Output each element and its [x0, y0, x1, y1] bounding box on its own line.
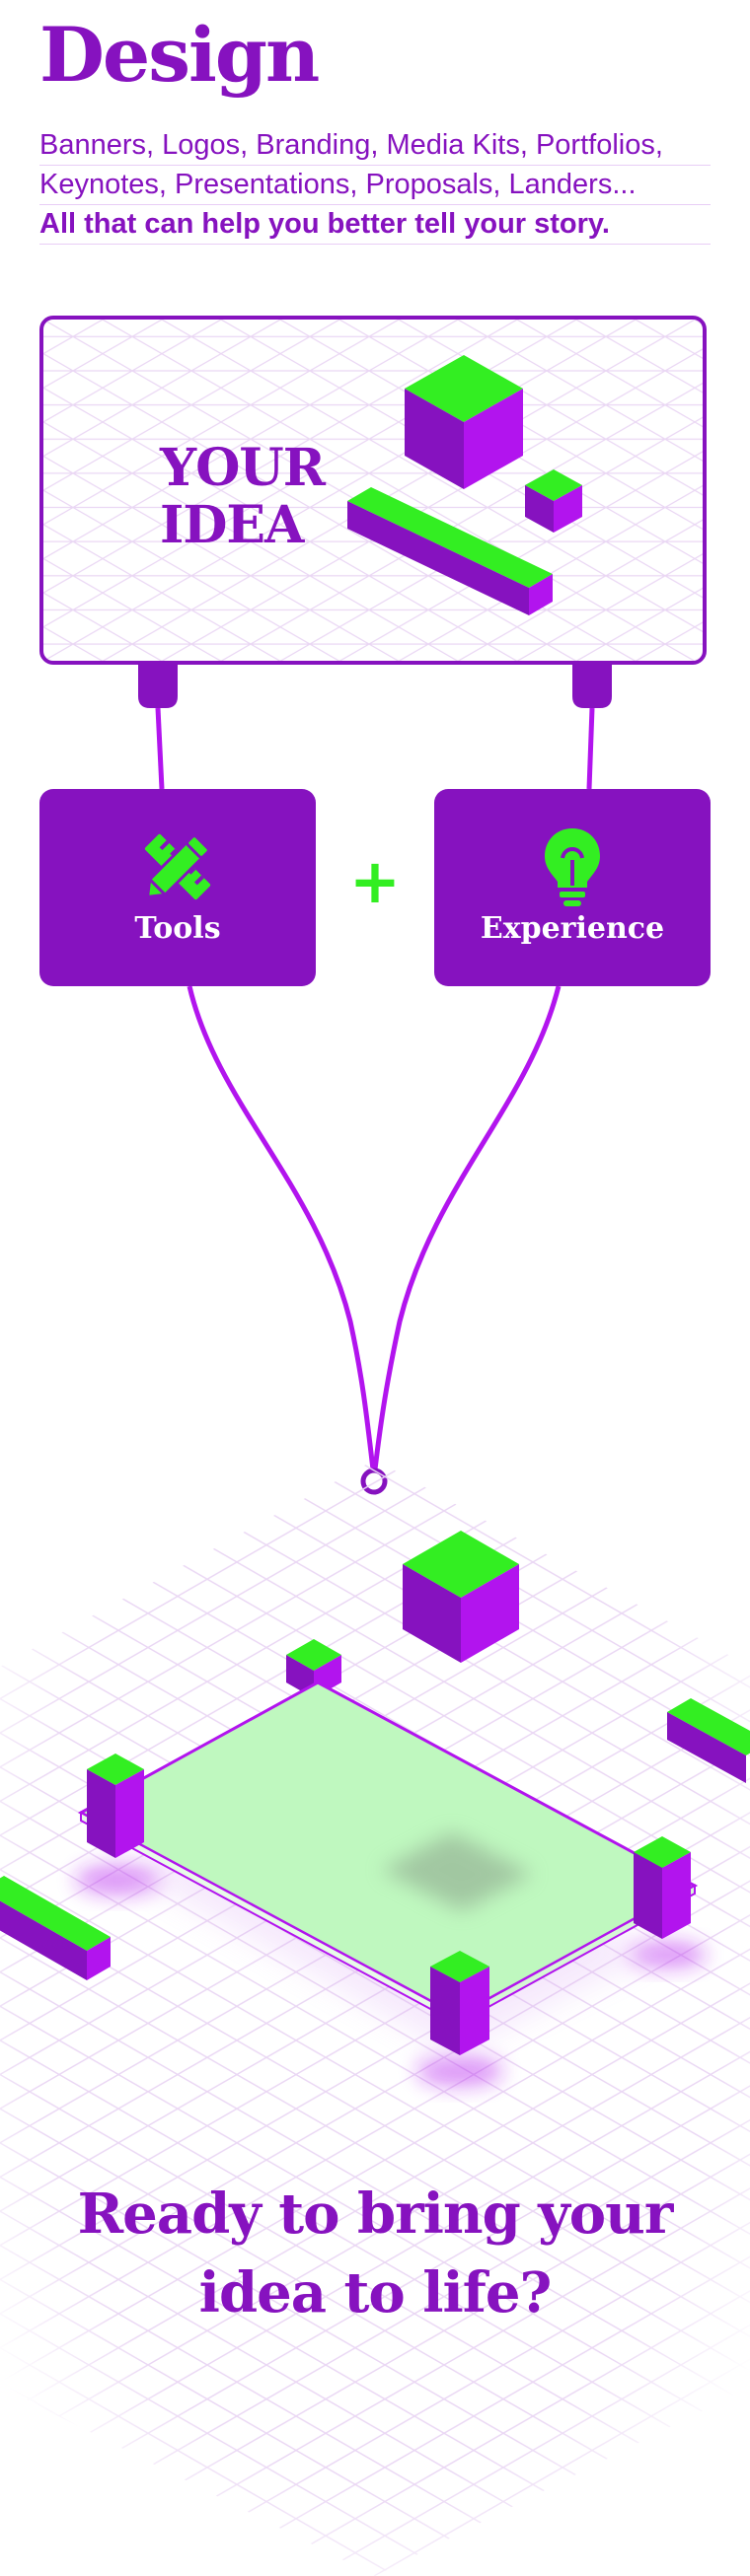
cta-line-1: Ready to bring your [77, 2182, 674, 2247]
experience-label: Experience [480, 911, 665, 946]
page-title: Design [39, 11, 320, 99]
lightbulb-icon [545, 828, 600, 906]
scene-grid [0, 1460, 750, 2576]
services-line-2: Keynotes, Presentations, Proposals, Land… [39, 165, 711, 205]
idea-cube-large [405, 355, 523, 489]
experience-box: Experience [434, 789, 711, 986]
right-stem [586, 707, 595, 790]
tagline: All that can help you better tell your s… [39, 204, 711, 245]
right-edge-bar [667, 1698, 750, 1783]
idea-card: YOUR IDEA [39, 316, 707, 665]
idea-line-2: IDEA [160, 495, 304, 555]
floating-cube [403, 1531, 519, 1663]
right-curve [372, 985, 562, 1470]
tools-box: Tools [39, 789, 316, 986]
services-line-1: Banners, Logos, Branding, Media Kits, Po… [39, 125, 711, 166]
idea-card-illustration [43, 320, 703, 661]
table-leg-front [430, 1951, 489, 2055]
idea-cube-small [525, 469, 582, 533]
idea-line-1: YOUR [160, 438, 326, 498]
idea-bar [347, 487, 553, 615]
idea-heading: YOUR IDEA [160, 438, 326, 555]
tools-label: Tools [134, 911, 221, 946]
left-edge-bar [0, 1876, 111, 1980]
isometric-scene [0, 1460, 750, 2576]
table-leg-right [634, 1836, 691, 1939]
left-stem [155, 707, 165, 790]
pencil-ruler-icon [144, 833, 211, 900]
left-connector-tab [138, 665, 178, 708]
right-connector-tab [572, 665, 612, 708]
plus-sign: + [349, 845, 401, 917]
cta-line-2: idea to life? [198, 2260, 553, 2326]
table-leg-left [87, 1753, 144, 1858]
connector-lines [138, 665, 612, 1495]
left-curve [187, 985, 376, 1470]
cta-heading: Ready to bring your idea to life? [0, 2175, 750, 2332]
